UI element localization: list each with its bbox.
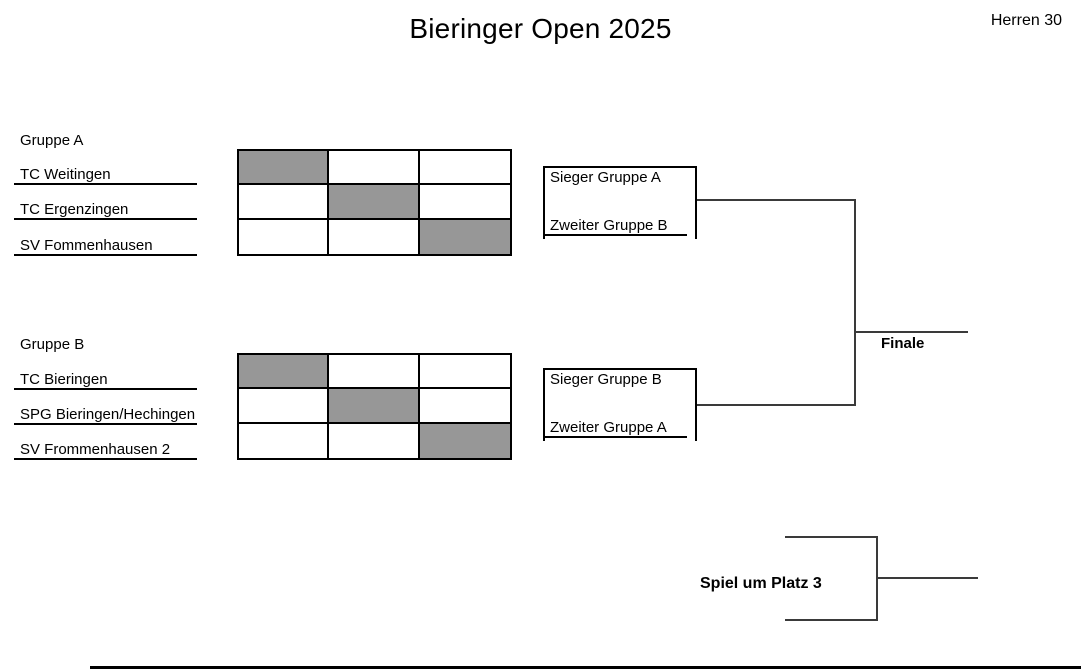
semifinal-2-box: Sieger Gruppe B Zweiter Gruppe A xyxy=(543,368,697,441)
third-place-connector-line xyxy=(876,577,978,579)
category-label: Herren 30 xyxy=(990,12,1062,29)
grid-cell xyxy=(239,219,330,254)
grid-cell xyxy=(419,185,510,220)
grid-cell xyxy=(239,389,330,424)
final-label: Finale xyxy=(881,335,925,352)
grid-cell xyxy=(239,423,330,458)
grid-cell-diagonal xyxy=(239,151,330,186)
grid-cell-diagonal xyxy=(239,355,330,390)
grid-cell xyxy=(239,185,330,220)
grid-cell xyxy=(329,355,420,390)
round-robin-grid-a xyxy=(237,149,512,256)
third-place-label: Spiel um Platz 3 xyxy=(700,575,822,592)
team-name: SV Frommenhausen 2 xyxy=(14,438,197,460)
bracket-vertical-line xyxy=(854,199,856,406)
grid-cell xyxy=(329,423,420,458)
grid-cell xyxy=(419,355,510,390)
grid-cell xyxy=(419,389,510,424)
group-b-label: Gruppe B xyxy=(20,336,85,353)
grid-cell-diagonal xyxy=(329,185,420,220)
grid-cell-diagonal xyxy=(419,423,510,458)
semifinal-1-top-slot: Sieger Gruppe A xyxy=(550,169,661,186)
grid-cell xyxy=(329,219,420,254)
third-place-bottom-line xyxy=(785,619,878,621)
grid-cell-diagonal xyxy=(419,219,510,254)
semifinal-2-top-slot: Sieger Gruppe B xyxy=(550,371,662,388)
semifinal-1-bottom-slot: Zweiter Gruppe B xyxy=(545,214,687,236)
grid-cell xyxy=(419,151,510,186)
team-name: TC Bieringen xyxy=(14,368,197,390)
third-place-top-line xyxy=(785,536,878,538)
page-edge-line xyxy=(90,666,1081,669)
team-name: SPG Bieringen/Hechingen xyxy=(14,403,197,425)
team-name: TC Ergenzingen xyxy=(14,198,197,220)
final-slot-line xyxy=(855,331,968,333)
group-a-label: Gruppe A xyxy=(20,132,84,149)
semifinal-2-connector-line xyxy=(697,404,855,406)
team-name: SV Fommenhausen xyxy=(14,234,197,256)
semifinal-1-box: Sieger Gruppe A Zweiter Gruppe B xyxy=(543,166,697,239)
grid-cell-diagonal xyxy=(329,389,420,424)
grid-cell xyxy=(329,151,420,186)
semifinal-1-connector-line xyxy=(697,199,855,201)
team-name: TC Weitingen xyxy=(14,163,197,185)
semifinal-2-bottom-slot: Zweiter Gruppe A xyxy=(545,416,687,438)
round-robin-grid-b xyxy=(237,353,512,460)
page-title: Bieringer Open 2025 xyxy=(409,13,672,44)
